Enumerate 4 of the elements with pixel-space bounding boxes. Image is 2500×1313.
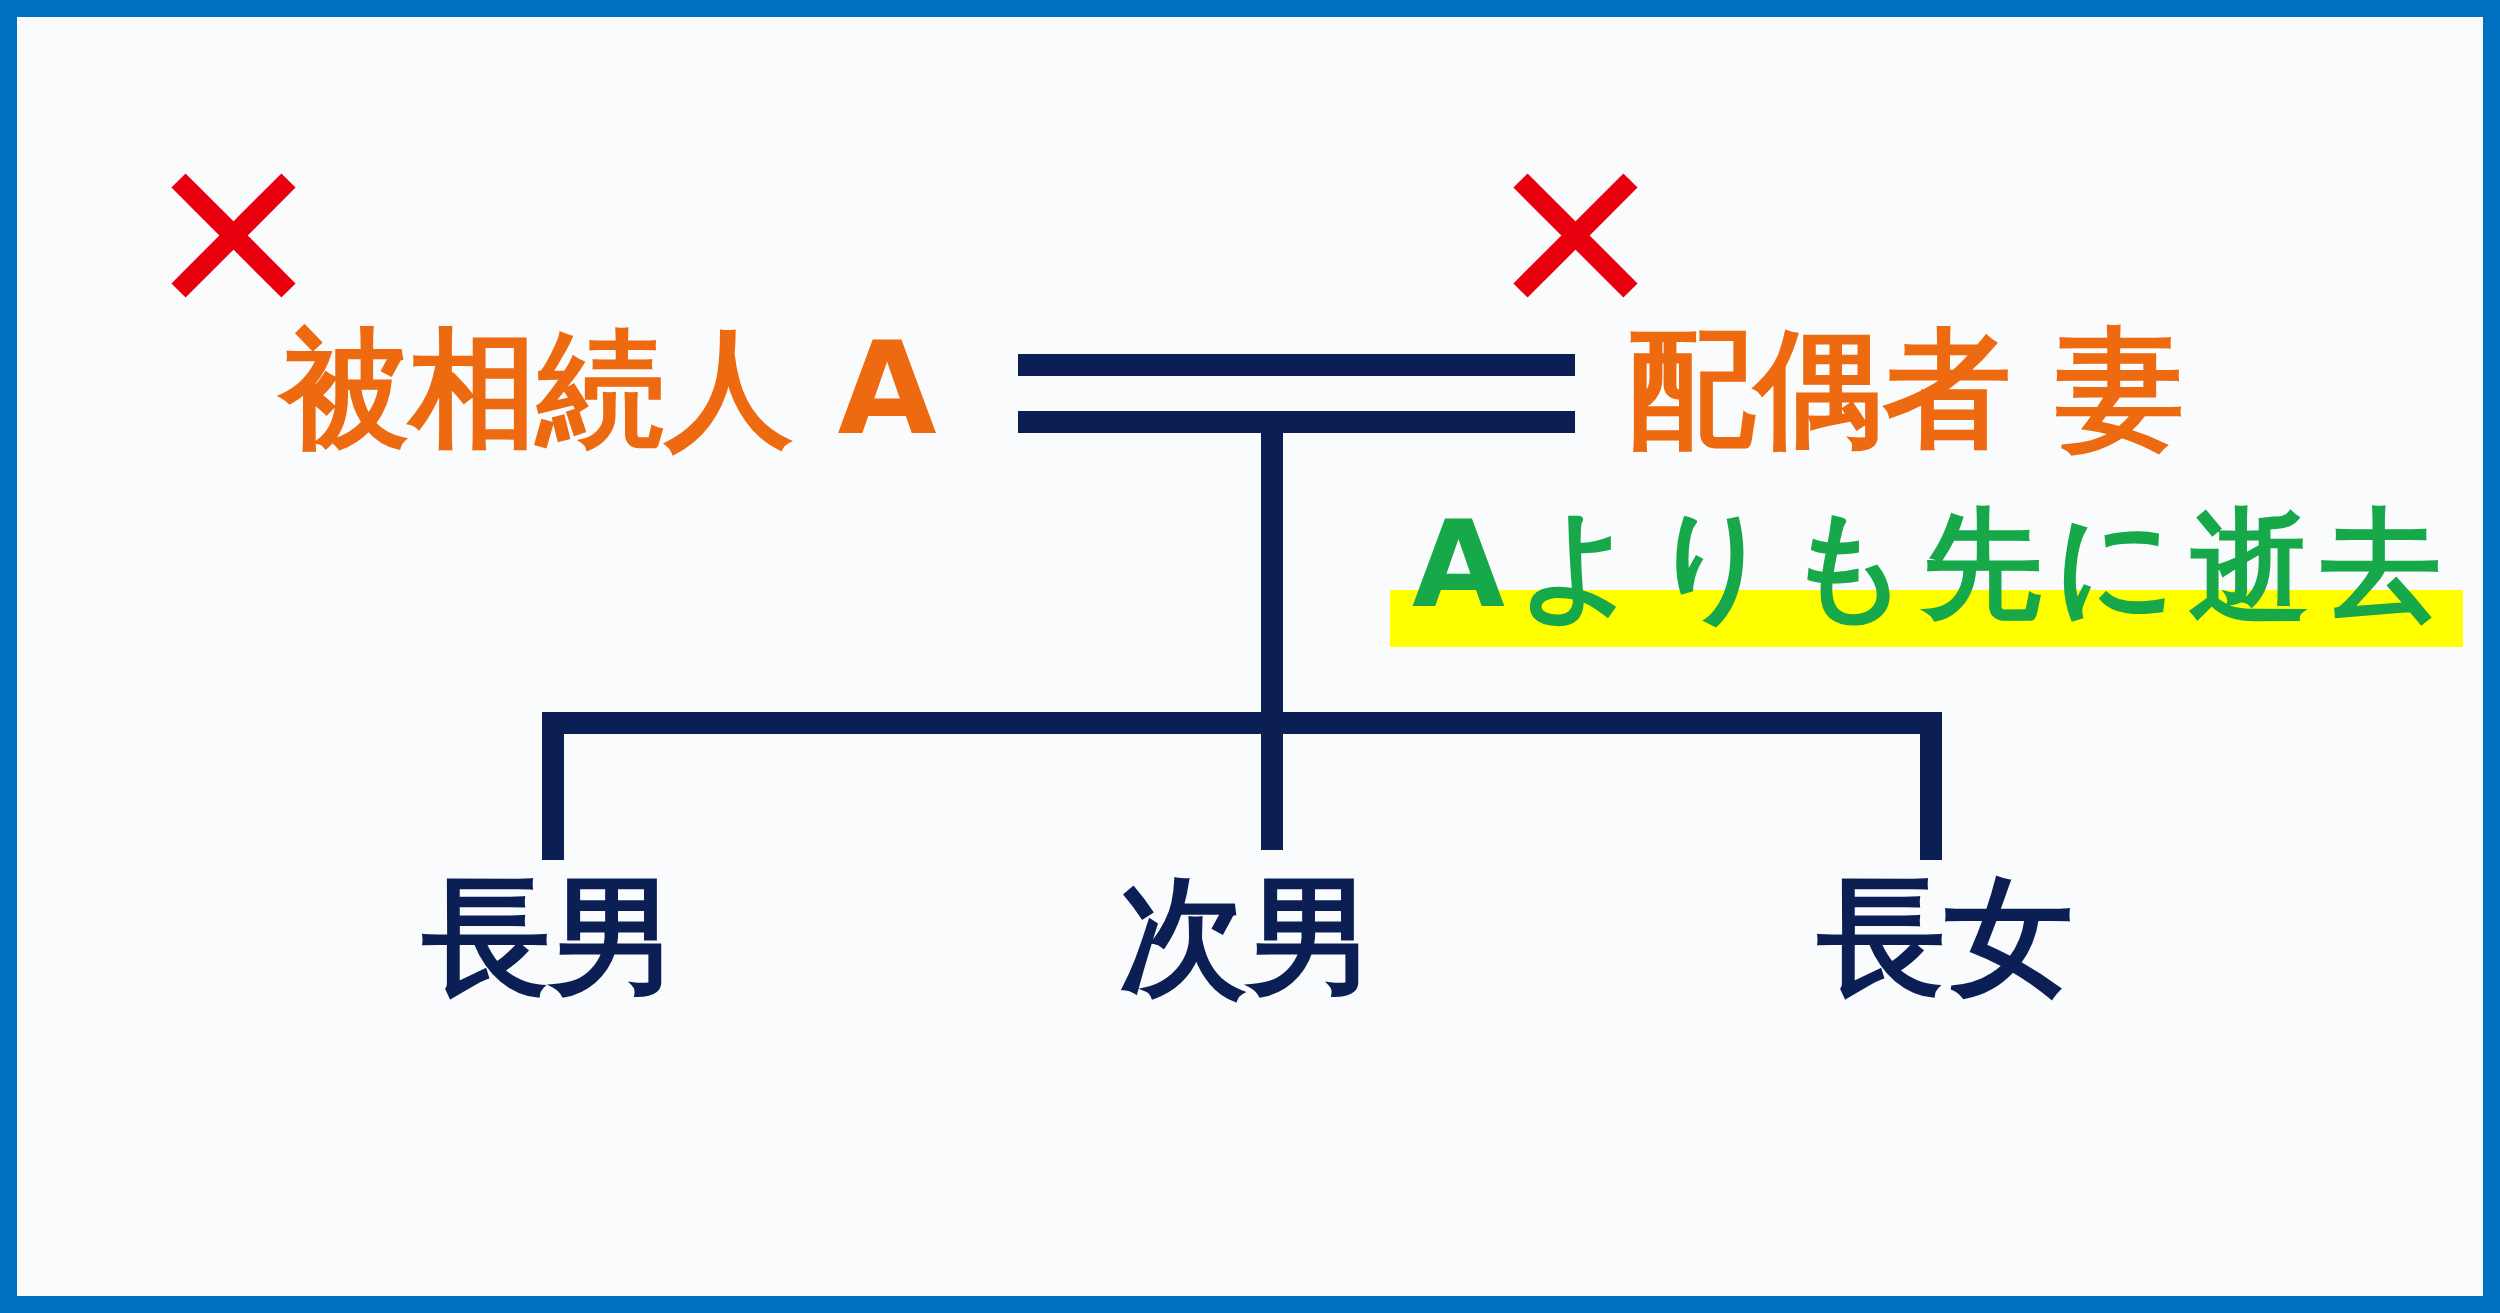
name-label: 長女	[1817, 873, 2073, 1001]
name-label: 長男	[422, 873, 678, 1001]
marriage-line	[1018, 354, 1575, 376]
name-label: 次男	[1119, 873, 1375, 1001]
